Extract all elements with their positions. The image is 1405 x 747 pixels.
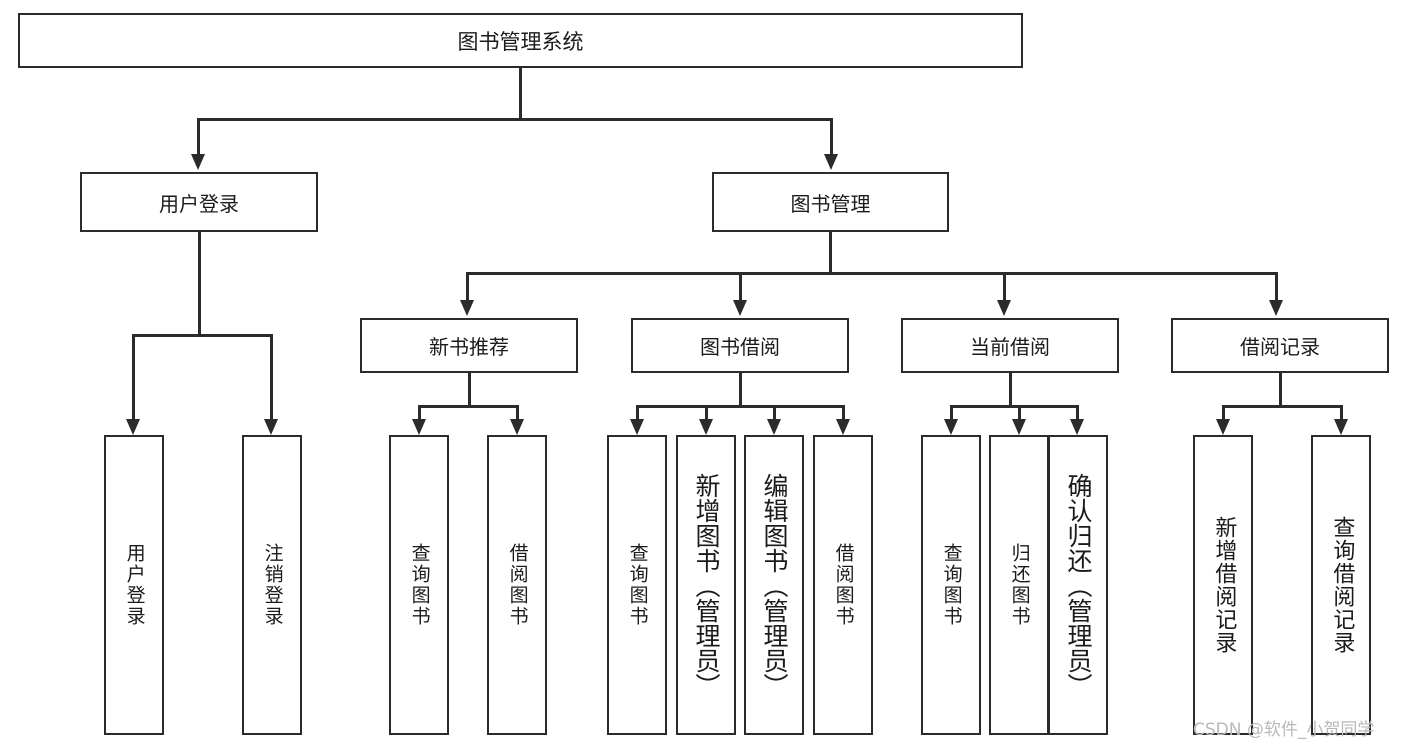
connector-userlogin-bus [132, 334, 273, 337]
arrow-bookmgmt-to-l3a [460, 300, 474, 316]
leaf-logout-label: 注销登录 [261, 543, 284, 627]
connector-borrow-bus [636, 405, 844, 408]
connector-borrow-to-leaf2 [705, 405, 708, 419]
node-root[interactable]: 图书管理系统 [18, 13, 1023, 68]
arrow-bookmgmt-to-l3b [733, 300, 747, 316]
arrow-recommend-to-leaf2 [510, 419, 524, 435]
connector-bookmgmt-to-l3b [739, 272, 742, 302]
node-root-label: 图书管理系统 [457, 29, 584, 54]
node-book-management-label: 图书管理 [790, 191, 871, 216]
arrow-userlogin-to-leaf2 [264, 419, 278, 435]
leaf-user-login[interactable]: 用户登录 [104, 435, 164, 735]
leaf-query-book-current-label: 查询图书 [940, 543, 963, 627]
leaf-query-book-recommend[interactable]: 查询图书 [389, 435, 449, 735]
connector-bookmgmt-to-l3a [466, 272, 469, 302]
connector-userlogin-to-leaf1 [132, 334, 135, 419]
leaf-query-book-current[interactable]: 查询图书 [921, 435, 981, 735]
leaf-query-borrow-record-label: 查询借阅记录 [1329, 516, 1355, 654]
node-book-management[interactable]: 图书管理 [712, 172, 949, 232]
leaf-add-book-admin-label: 新增图书（管理员） [692, 472, 721, 698]
node-book-borrow-label: 图书借阅 [700, 335, 780, 359]
leaf-borrow-book-borrow-label: 借阅图书 [832, 543, 855, 627]
node-borrow-record-label: 借阅记录 [1240, 335, 1320, 359]
arrow-record-to-leaf2 [1334, 419, 1348, 435]
leaf-borrow-book-borrow[interactable]: 借阅图书 [813, 435, 873, 735]
leaf-logout[interactable]: 注销登录 [242, 435, 302, 735]
leaf-user-login-label: 用户登录 [123, 543, 146, 627]
leaf-query-book-borrow-label: 查询图书 [626, 543, 649, 627]
leaf-edit-book-admin[interactable]: 编辑图书（管理员） [744, 435, 804, 735]
connector-current-to-leaf3 [1076, 405, 1079, 419]
node-current-borrow[interactable]: 当前借阅 [901, 318, 1119, 373]
leaf-add-borrow-record-label: 新增借阅记录 [1211, 516, 1237, 654]
connector-borrow-stem [739, 373, 742, 407]
arrow-current-to-leaf3 [1070, 419, 1084, 435]
node-new-book-recommend-label: 新书推荐 [429, 335, 509, 359]
connector-record-to-leaf2 [1340, 405, 1343, 419]
arrow-userlogin-to-leaf1 [126, 419, 140, 435]
connector-bookmgmt-bus [466, 272, 1276, 275]
arrow-bookmgmt-to-l3c [997, 300, 1011, 316]
leaf-query-borrow-record[interactable]: 查询借阅记录 [1311, 435, 1371, 735]
connector-current-bus [950, 405, 1078, 408]
connector-recommend-to-leaf1 [418, 405, 421, 419]
connector-record-stem [1279, 373, 1282, 407]
connector-root-bus [197, 118, 832, 121]
arrow-record-to-leaf1 [1216, 419, 1230, 435]
connector-bookmgmt-stem [829, 232, 832, 274]
node-new-book-recommend[interactable]: 新书推荐 [360, 318, 578, 373]
leaf-edit-book-admin-label: 编辑图书（管理员） [760, 472, 789, 698]
arrow-current-to-leaf2 [1012, 419, 1026, 435]
leaf-borrow-book-recommend-label: 借阅图书 [506, 543, 529, 627]
leaf-confirm-return-admin-label: 确认归还（管理员） [1064, 472, 1093, 698]
node-user-login[interactable]: 用户登录 [80, 172, 318, 232]
connector-borrow-to-leaf4 [842, 405, 845, 419]
leaf-query-book-borrow[interactable]: 查询图书 [607, 435, 667, 735]
connector-borrow-to-leaf1 [636, 405, 639, 419]
connector-bookmgmt-to-l3d [1275, 272, 1278, 302]
connector-recommend-bus [418, 405, 518, 408]
node-current-borrow-label: 当前借阅 [970, 335, 1050, 359]
connector-borrow-to-leaf3 [773, 405, 776, 419]
connector-recommend-stem [468, 373, 471, 407]
arrow-borrow-to-leaf2 [699, 419, 713, 435]
arrow-borrow-to-leaf1 [630, 419, 644, 435]
leaf-add-borrow-record[interactable]: 新增借阅记录 [1193, 435, 1253, 735]
connector-userlogin-to-leaf2 [270, 334, 273, 419]
node-book-borrow[interactable]: 图书借阅 [631, 318, 849, 373]
connector-userlogin-stem [198, 232, 201, 336]
connector-bookmgmt-to-l3c [1003, 272, 1006, 302]
leaf-borrow-book-recommend[interactable]: 借阅图书 [487, 435, 547, 735]
connector-current-to-leaf1 [950, 405, 953, 419]
leaf-confirm-return-admin[interactable]: 确认归还（管理员） [1048, 435, 1108, 735]
arrow-bookmgmt-to-l3d [1269, 300, 1283, 316]
arrow-borrow-to-leaf3 [767, 419, 781, 435]
connector-recommend-to-leaf2 [516, 405, 519, 419]
connector-record-bus [1222, 405, 1342, 408]
connector-root-to-l2b [830, 118, 833, 154]
node-user-login-label: 用户登录 [159, 191, 239, 216]
connector-current-stem [1009, 373, 1012, 407]
arrow-root-to-l2a [191, 154, 205, 170]
leaf-query-book-recommend-label: 查询图书 [408, 543, 431, 627]
arrow-current-to-leaf1 [944, 419, 958, 435]
arrow-root-to-l2b [824, 154, 838, 170]
connector-current-to-leaf2 [1018, 405, 1021, 419]
leaf-add-book-admin[interactable]: 新增图书（管理员） [676, 435, 736, 735]
arrow-recommend-to-leaf1 [412, 419, 426, 435]
connector-root-to-l2a [197, 118, 200, 154]
connector-record-to-leaf1 [1222, 405, 1225, 419]
leaf-return-book[interactable]: 归还图书 [989, 435, 1049, 735]
node-borrow-record[interactable]: 借阅记录 [1171, 318, 1389, 373]
leaf-return-book-label: 归还图书 [1008, 543, 1031, 627]
connector-root-stem [519, 68, 522, 120]
arrow-borrow-to-leaf4 [836, 419, 850, 435]
csdn-watermark: CSDN @软件_小贺同学 [1193, 720, 1375, 740]
